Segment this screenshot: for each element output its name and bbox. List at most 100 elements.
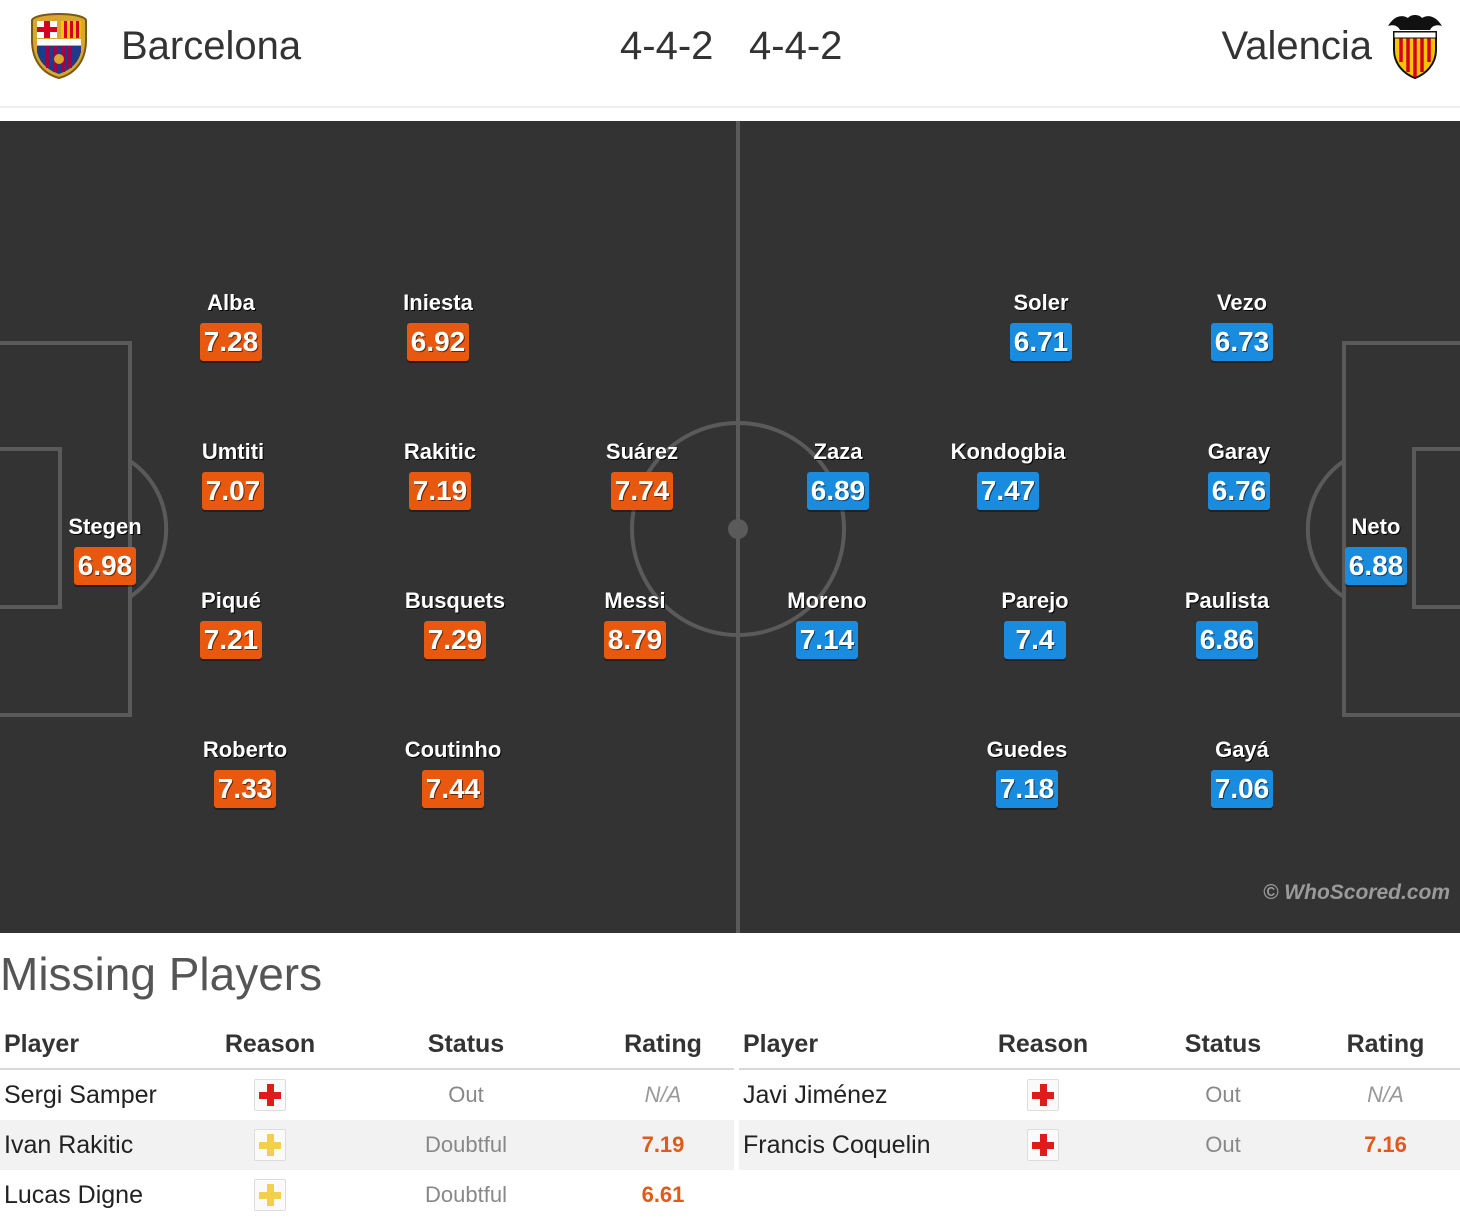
player-name: Suárez bbox=[605, 439, 679, 464]
table-row: Javi Jiménez Out N/A bbox=[739, 1069, 1460, 1120]
player-rakitic[interactable]: Rakitic 7.19 bbox=[340, 440, 540, 510]
column-header-rating[interactable]: Rating bbox=[1311, 1020, 1460, 1070]
player-name: Messi bbox=[604, 588, 666, 613]
missing-player-name[interactable]: Sergi Samper bbox=[4, 1080, 157, 1109]
column-header-player[interactable]: Player bbox=[0, 1020, 200, 1070]
player-roberto[interactable]: Roberto 7.33 bbox=[145, 738, 345, 808]
away-team-name[interactable]: Valencia bbox=[1221, 24, 1372, 68]
player-rating: 7.06 bbox=[1211, 770, 1273, 808]
player-name: Gayá bbox=[1215, 737, 1269, 762]
column-header-status[interactable]: Status bbox=[1135, 1020, 1311, 1070]
player-messi[interactable]: Messi 8.79 bbox=[535, 589, 735, 659]
player-rating: 7.4 bbox=[1004, 621, 1066, 659]
player-rating: 7.74 bbox=[611, 472, 673, 510]
player-moreno[interactable]: Moreno 7.14 bbox=[727, 589, 927, 659]
home-team-name[interactable]: Barcelona bbox=[121, 24, 302, 68]
player-name: Alba bbox=[207, 290, 255, 315]
status-cell: Doubtful bbox=[425, 1182, 507, 1207]
table-row: Francis Coquelin Out 7.16 bbox=[739, 1120, 1460, 1170]
player-rating: 6.88 bbox=[1345, 547, 1407, 585]
player-rating: 6.73 bbox=[1211, 323, 1273, 361]
player-name: Rakitic bbox=[403, 439, 477, 464]
player-rating: 6.89 bbox=[807, 472, 869, 510]
reason-cell bbox=[951, 1120, 1135, 1170]
watermark: © WhoScored.com bbox=[1263, 881, 1450, 904]
player-suarez[interactable]: Suárez 7.74 bbox=[542, 440, 742, 510]
player-pique[interactable]: Piqué 7.21 bbox=[131, 589, 331, 659]
missing-player-name[interactable]: Javi Jiménez bbox=[743, 1080, 888, 1109]
player-rating: 8.79 bbox=[604, 621, 666, 659]
table-row: Ivan Rakitic Doubtful 7.19 bbox=[0, 1120, 734, 1170]
player-neto[interactable]: Neto 6.88 bbox=[1276, 515, 1460, 585]
missing-player-name[interactable]: Ivan Rakitic bbox=[0, 1120, 200, 1170]
player-rating: 6.92 bbox=[407, 323, 469, 361]
column-header-reason[interactable]: Reason bbox=[951, 1020, 1135, 1070]
player-name: Moreno bbox=[787, 588, 867, 613]
rating-cell: N/A bbox=[644, 1082, 682, 1107]
injury-cross-icon[interactable] bbox=[1027, 1129, 1059, 1161]
reason-cell bbox=[200, 1069, 340, 1120]
missing-players-away-table: Player Reason Status Rating Javi Jiménez… bbox=[739, 1020, 1460, 1170]
column-header-status[interactable]: Status bbox=[340, 1020, 592, 1070]
player-soler[interactable]: Soler 6.71 bbox=[941, 291, 1141, 361]
player-coutinho[interactable]: Coutinho 7.44 bbox=[353, 738, 553, 808]
pitch: Stegen 6.98 Alba 7.28 Umtiti 7.07 Piqué … bbox=[0, 121, 1460, 933]
reason-cell bbox=[200, 1170, 340, 1220]
injury-cross-icon[interactable] bbox=[1027, 1079, 1059, 1111]
player-rating: 7.18 bbox=[996, 770, 1058, 808]
player-name: Neto bbox=[1351, 514, 1401, 539]
player-kondogbia[interactable]: Kondogbia 7.47 bbox=[908, 440, 1108, 510]
player-paulista[interactable]: Paulista 6.86 bbox=[1127, 589, 1327, 659]
status-cell: Doubtful bbox=[340, 1120, 592, 1170]
column-header-player[interactable]: Player bbox=[739, 1020, 951, 1070]
reason-cell bbox=[200, 1120, 340, 1170]
player-zaza[interactable]: Zaza 6.89 bbox=[738, 440, 938, 510]
rating-cell: 7.19 bbox=[592, 1120, 734, 1170]
player-name: Guedes bbox=[986, 737, 1068, 762]
missing-player-name[interactable]: Francis Coquelin bbox=[739, 1120, 951, 1170]
column-header-reason[interactable]: Reason bbox=[200, 1020, 340, 1070]
player-umtiti[interactable]: Umtiti 7.07 bbox=[133, 440, 333, 510]
player-rating: 7.28 bbox=[200, 323, 262, 361]
injury-cross-icon[interactable] bbox=[254, 1079, 286, 1111]
missing-player-name[interactable]: Lucas Digne bbox=[4, 1180, 143, 1209]
player-rating: 6.86 bbox=[1196, 621, 1258, 659]
column-header-rating[interactable]: Rating bbox=[592, 1020, 734, 1070]
doubtful-cross-icon[interactable] bbox=[254, 1179, 286, 1211]
rating-cell: N/A bbox=[1367, 1082, 1404, 1107]
player-name: Roberto bbox=[202, 737, 288, 762]
player-gaya[interactable]: Gayá 7.06 bbox=[1142, 738, 1342, 808]
valencia-bat-crest-icon[interactable] bbox=[1384, 12, 1446, 80]
player-name: Garay bbox=[1207, 439, 1271, 464]
rating-cell: 6.61 bbox=[641, 1182, 685, 1207]
player-garay[interactable]: Garay 6.76 bbox=[1139, 440, 1339, 510]
away-formation: 4-4-2 bbox=[749, 24, 843, 68]
player-rating: 6.71 bbox=[1010, 323, 1072, 361]
doubtful-cross-icon[interactable] bbox=[254, 1129, 286, 1161]
player-name: Vezo bbox=[1216, 290, 1268, 315]
table-row: Sergi Samper Out N/A bbox=[0, 1069, 734, 1120]
status-cell: Out bbox=[448, 1082, 484, 1107]
table-row: Lucas Digne Doubtful 6.61 bbox=[0, 1170, 734, 1220]
player-name: Coutinho bbox=[404, 737, 502, 762]
player-name: Soler bbox=[1013, 290, 1069, 315]
home-formation: 4-4-2 bbox=[620, 24, 714, 68]
player-name: Umtiti bbox=[201, 439, 265, 464]
player-name: Stegen bbox=[68, 514, 142, 539]
player-busquets[interactable]: Busquets 7.29 bbox=[355, 589, 555, 659]
barcelona-crest-icon[interactable] bbox=[28, 12, 90, 80]
player-guedes[interactable]: Guedes 7.18 bbox=[927, 738, 1127, 808]
player-stegen[interactable]: Stegen 6.98 bbox=[5, 515, 205, 585]
player-rating: 6.76 bbox=[1208, 472, 1270, 510]
player-vezo[interactable]: Vezo 6.73 bbox=[1142, 291, 1342, 361]
player-name: Parejo bbox=[1001, 588, 1069, 613]
player-parejo[interactable]: Parejo 7.4 bbox=[935, 589, 1135, 659]
player-alba[interactable]: Alba 7.28 bbox=[131, 291, 331, 361]
player-name: Iniesta bbox=[403, 290, 473, 315]
player-rating: 7.21 bbox=[200, 621, 262, 659]
player-rating: 7.07 bbox=[202, 472, 264, 510]
player-name: Piqué bbox=[201, 588, 261, 613]
player-iniesta[interactable]: Iniesta 6.92 bbox=[338, 291, 538, 361]
player-rating: 7.44 bbox=[422, 770, 484, 808]
missing-players-title: Missing Players bbox=[0, 948, 323, 1000]
